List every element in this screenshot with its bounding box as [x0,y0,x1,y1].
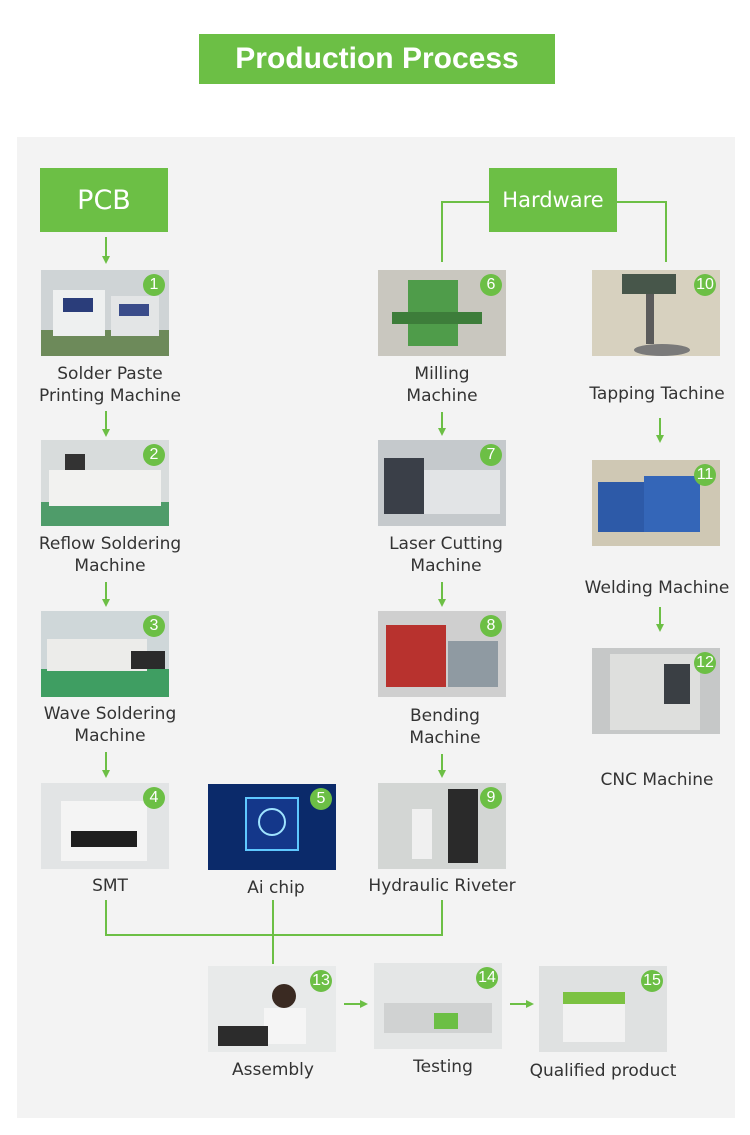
solder-paste-printer-photo: 1 [41,270,169,356]
step-number-badge: 6 [480,274,502,296]
step-number-badge: 15 [641,970,663,992]
step-number-badge: 11 [694,464,716,486]
ai-chip-photo: 5 [208,784,336,870]
hardware-branch-line-right [617,201,667,262]
page-title: Production Process [199,34,555,84]
step-number-badge: 1 [143,274,165,296]
step-12-label: CNC Machine [600,770,714,790]
cnc-machine-photo: 12 [592,648,720,734]
step-4-label: SMT [92,876,128,896]
hardware-header: Hardware [489,168,617,232]
smt-machine-photo: 4 [41,783,169,869]
step-number-badge: 8 [480,615,502,637]
reflow-oven-photo: 2 [41,440,169,526]
step-number-badge: 9 [480,787,502,809]
step-14-label: Testing [413,1057,473,1077]
assembly-worker-photo: 13 [208,966,336,1052]
step-10-label: Tapping Tachine [589,384,725,404]
step-number-badge: 13 [310,970,332,992]
hardware-branch-line [441,201,489,262]
step-number-badge: 2 [143,444,165,466]
wave-soldering-line-photo: 3 [41,611,169,697]
finished-machine-photo: 15 [539,966,667,1052]
welding-machine-photo: 11 [592,460,720,546]
testing-line-photo: 14 [374,963,502,1049]
step-9-label: Hydraulic Riveter [368,876,516,896]
pcb-header: PCB [40,168,168,232]
riveter-photo: 9 [378,783,506,869]
drill-press-photo: 10 [592,270,720,356]
laser-cutter-photo: 7 [378,440,506,526]
step-number-badge: 10 [694,274,716,296]
step-15-label: Qualified product [529,1061,677,1081]
milling-machine-photo: 6 [378,270,506,356]
step-number-badge: 14 [476,967,498,989]
step-number-badge: 5 [310,788,332,810]
step-5-label: Ai chip [247,878,305,898]
step-number-badge: 7 [480,444,502,466]
step-number-badge: 4 [143,787,165,809]
step-11-label: Welding Machine [584,578,730,598]
step-13-label: Assembly [232,1060,314,1080]
press-brake-photo: 8 [378,611,506,697]
step-number-badge: 12 [694,652,716,674]
step-number-badge: 3 [143,615,165,637]
